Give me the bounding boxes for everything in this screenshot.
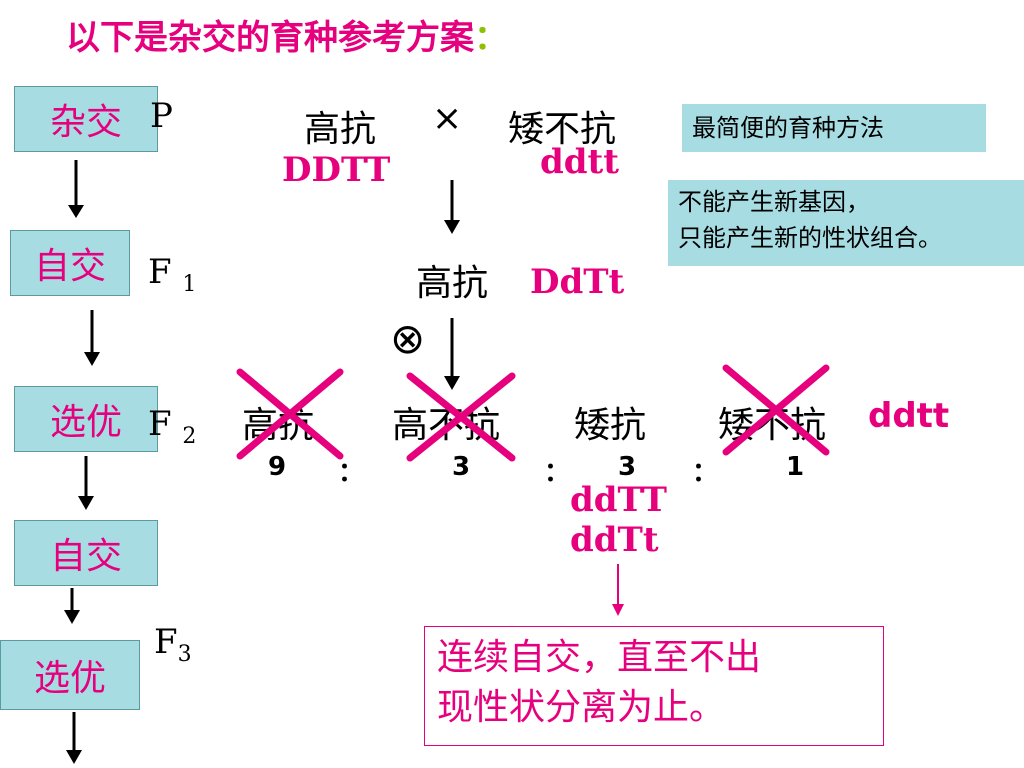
f2-phenotype-short-resistant: 矮抗 bbox=[574, 405, 647, 446]
conclusion-line: 连续自交，直至不出 bbox=[437, 637, 762, 678]
parent1-phenotype: 高抗 bbox=[304, 109, 377, 150]
step-label: 选优 bbox=[49, 402, 122, 443]
parent1-genotype: DDTT bbox=[282, 150, 391, 190]
page-title: 以下是杂交的育种参考方案： bbox=[66, 10, 508, 59]
step-box-self-2: 自交 bbox=[14, 520, 158, 586]
step-label: 自交 bbox=[33, 246, 106, 287]
f1-genotype: DdTt bbox=[530, 262, 625, 302]
note-line: 只能产生新的性状组合。 bbox=[678, 224, 942, 252]
parent2-genotype: ddtt bbox=[540, 142, 619, 182]
ratio-separator: ： bbox=[544, 458, 571, 488]
step-box-select-2: 选优 bbox=[0, 640, 140, 710]
selected-genotype-ddTT: ddTT bbox=[570, 480, 667, 520]
generation-f1: F 1 bbox=[148, 252, 197, 297]
ratio-3b: 3 bbox=[618, 452, 637, 482]
eliminate-cross-icon bbox=[722, 364, 830, 456]
step-label: 杂交 bbox=[49, 102, 122, 143]
ratio-separator: ： bbox=[338, 458, 365, 488]
step-box-select-1: 选优 bbox=[14, 386, 158, 452]
title-text: 以下是杂交的育种参考方案 bbox=[66, 18, 474, 58]
ratio-1: 1 bbox=[786, 452, 805, 482]
cross-symbol: × bbox=[432, 98, 463, 139]
arrow-head-icon bbox=[444, 220, 460, 234]
step-label: 选优 bbox=[33, 658, 106, 699]
arrow-head-icon bbox=[78, 496, 94, 510]
step-box-self-1: 自交 bbox=[10, 230, 130, 296]
generation-f2: F 2 bbox=[148, 404, 197, 449]
title-colon: ： bbox=[474, 18, 508, 58]
arrow-head-icon bbox=[84, 352, 100, 366]
note-simplest: 最简便的育种方法 bbox=[682, 104, 986, 152]
note-line: 不能产生新基因， bbox=[678, 188, 870, 216]
arrow-head-icon bbox=[64, 610, 80, 624]
arrow-head-icon bbox=[612, 604, 624, 616]
conclusion-box: 连续自交，直至不出 现性状分离为止。 bbox=[424, 626, 884, 746]
eliminate-cross-icon bbox=[236, 368, 344, 460]
ratio-3a: 3 bbox=[452, 452, 471, 482]
conclusion-line: 现性状分离为止。 bbox=[437, 687, 726, 728]
ratio-separator: ： bbox=[692, 458, 719, 488]
arrow-head-icon bbox=[66, 750, 82, 764]
f2-last-genotype: ddtt bbox=[868, 396, 950, 436]
note-no-new-gene: 不能产生新基因， 只能产生新的性状组合。 bbox=[668, 180, 1024, 266]
f1-phenotype: 高抗 bbox=[416, 263, 489, 304]
arrow-head-icon bbox=[68, 205, 84, 218]
step-label: 自交 bbox=[49, 536, 122, 577]
parent2-phenotype: 矮不抗 bbox=[508, 109, 617, 150]
step-box-cross: 杂交 bbox=[14, 86, 158, 152]
selected-genotype-ddTt: ddTt bbox=[570, 520, 659, 560]
self-cross-icon: ⊗ bbox=[390, 314, 426, 363]
ratio-9: 9 bbox=[268, 452, 287, 482]
generation-f3: F3 bbox=[154, 622, 192, 667]
arrow-head-icon bbox=[444, 376, 460, 390]
eliminate-cross-icon bbox=[406, 372, 516, 462]
generation-p: P bbox=[150, 96, 173, 136]
